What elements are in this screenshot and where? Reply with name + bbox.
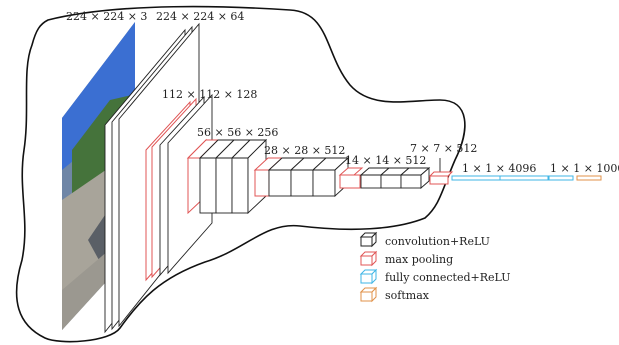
dim-label-softmax: 1 × 1 × 1000 [550,162,619,175]
pool-layer [254,169,270,197]
conv-layer [400,174,422,189]
legend-swatch-conv-side [371,231,377,248]
conv-block-4 [253,156,350,198]
input-image-sky [62,22,135,170]
conv-block-5 [338,167,431,189]
fc-layer [451,175,501,181]
conv-layer-side [420,167,430,189]
dim-label-conv1: 224 × 224 × 64 [156,10,244,23]
fc-layer [499,175,549,181]
legend-swatch-pool-side [371,250,377,267]
conv-layer [215,157,233,214]
conv-layer [312,169,336,197]
legend-item-conv: convolution+ReLU [359,231,490,248]
conv-layer [199,157,217,214]
dim-label-input: 224 × 224 × 3 [66,10,147,23]
legend-swatch-softmax [360,291,373,302]
legend-label-pool: max pooling [385,253,453,266]
fc-layer [548,175,574,181]
dim-label-conv2: 112 × 112 × 128 [162,88,257,101]
legend-label-conv: convolution+ReLU [385,235,490,248]
legend-swatch-fc-side [371,268,377,285]
legend-swatch-conv [360,236,373,247]
conv-layer [231,157,249,214]
pool-layer [429,175,449,185]
dim-label-conv3: 56 × 56 × 256 [197,126,278,139]
legend-label-fc: fully connected+ReLU [385,271,510,284]
legend-label-softmax: softmax [385,289,430,302]
legend-item-fc: fully connected+ReLU [359,268,510,285]
conv-layer [380,174,402,189]
legend-item-pool: max pooling [359,250,453,267]
conv-layer [268,169,292,197]
dim-label-conv4: 28 × 28 × 512 [264,144,345,157]
legend-swatch-softmax-side [371,286,377,303]
conv-block-3 [186,138,268,215]
conv-layer [360,174,382,189]
dim-label-fc: 1 × 1 × 4096 [462,162,536,175]
pool-layer [339,174,361,189]
pool-block-final [428,158,454,185]
legend: convolution+ReLU max pooling fully conne… [359,231,510,303]
legend-item-softmax: softmax [359,286,430,303]
dim-label-pool5: 7 × 7 × 512 [410,142,477,155]
pool-layer-top [428,171,454,177]
legend-swatch-pool [360,255,373,266]
fc-layers [451,175,602,181]
softmax-layer [576,175,602,181]
dim-label-conv5: 14 × 14 × 512 [345,154,426,167]
legend-swatch-fc [360,273,373,284]
conv-layer [290,169,314,197]
network-outline [15,5,466,343]
